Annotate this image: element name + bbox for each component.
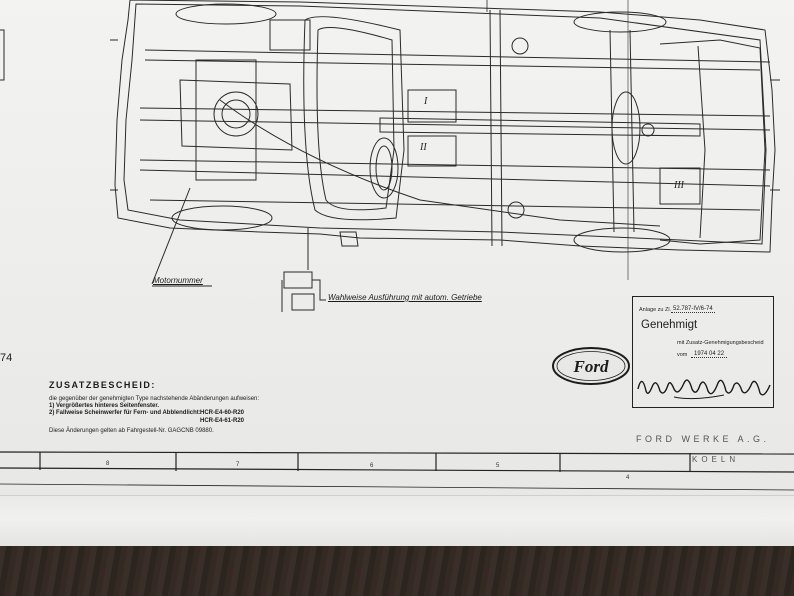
ford-logo-text: Ford: [573, 357, 609, 376]
grid-label-6: 6: [370, 463, 374, 469]
wooden-table-surface: [0, 546, 794, 596]
vehicle-chassis-drawing: 8 7 6 5 4 I II III: [0, 96, 794, 491]
stamp-anlage-value: 52.787-IV/6-74: [671, 306, 715, 313]
grid-label-7: 7: [236, 462, 240, 468]
automatic-gearbox-label: Wahlweise Ausführung mit autom. Getriebe: [328, 293, 482, 302]
stamp-subtitle: mit Zusatz-Genehmigungsbescheid: [677, 340, 764, 346]
stamp-status: Genehmigt: [641, 319, 698, 331]
stamp-date-value: 1974 04 22: [691, 351, 728, 358]
headlamp-code-2: HCR-E4-61-R20: [200, 418, 245, 424]
supplement-item-1: 1) Vergrößertes hinteres Seitenfenster.: [49, 403, 160, 409]
grid-label-4: 4: [626, 475, 630, 481]
headlamp-code-1: HCR-E4-60-R20: [200, 410, 245, 416]
company-name: FORD WERKE A.G.: [636, 434, 770, 444]
stamp-date-label: vom: [677, 352, 688, 358]
grid-label-5: 5: [496, 463, 500, 469]
marker-three: III: [673, 180, 685, 191]
supplement-footer: Diese Änderungen gelten ab Fahrgestell-N…: [49, 428, 214, 434]
approval-stamp: Anlage zu Zl. 52.787-IV/6-74 Genehmigt m…: [632, 296, 774, 408]
engine-number-label: Motornummer: [153, 276, 203, 285]
supplement-title: ZUSATZBESCHEID:: [49, 380, 156, 390]
paper-fold: [0, 495, 794, 548]
handwritten-signature: [634, 367, 778, 412]
page-number-fragment: 74: [0, 352, 13, 364]
stamp-anlage-label: Anlage zu Zl.: [639, 307, 672, 313]
marker-two: II: [419, 142, 427, 153]
ford-logo: Ford: [551, 346, 631, 391]
company-city: KOELN: [692, 455, 740, 464]
supplement-item-2: 2) Fallweise Scheinwerfer für Fern- und …: [49, 410, 201, 416]
grid-label-8: 8: [106, 461, 110, 467]
supplement-intro: die gegenüber der genehmigten Type nachs…: [49, 396, 260, 402]
document-sheet: 8 7 6 5 4 I II III Motornummer Wahlweise…: [0, 0, 794, 548]
marker-one: I: [423, 96, 428, 107]
